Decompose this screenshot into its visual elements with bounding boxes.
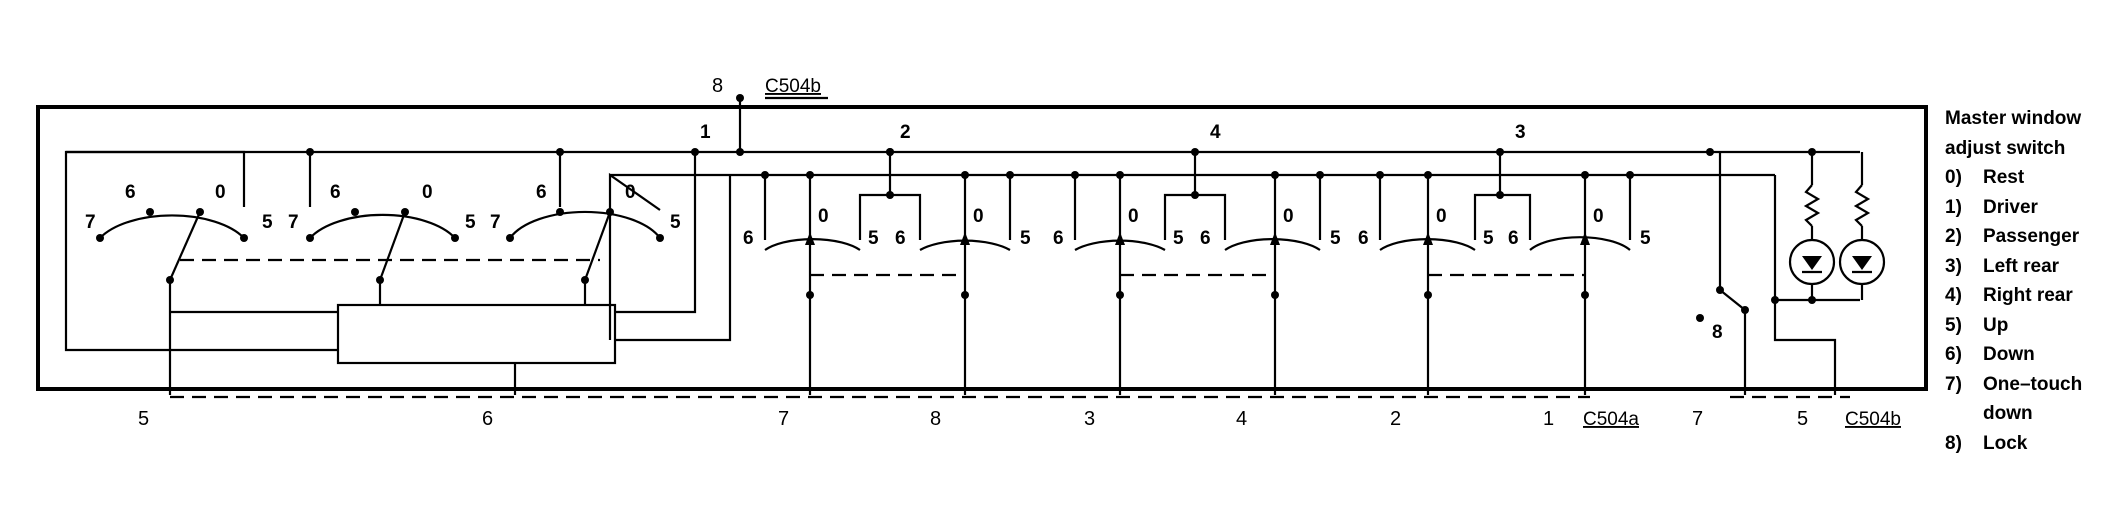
connector-c504a-label: C504a [1583, 409, 1639, 430]
legend-item: 7)One–touch [1945, 373, 2083, 395]
legend-item: down [1983, 403, 2033, 424]
main-bus [66, 148, 1860, 177]
window-switch-pair-3 [1376, 152, 1634, 395]
contact-label: 0 [215, 182, 226, 203]
pin-label: 1 [1543, 408, 1554, 430]
contact-label: 7 [85, 212, 96, 233]
legend-item: 8)Lock [1945, 432, 2028, 454]
contact-label: 6 [1053, 228, 1064, 249]
contact-label: 0 [818, 206, 829, 227]
legend-item: 0)Rest [1945, 167, 2025, 188]
pin-label: 8 [930, 408, 941, 430]
contact-label: 5 [465, 212, 476, 233]
legend: Master window adjust switch 0)Rest 1)Dri… [1945, 104, 2082, 458]
pin-label: 6 [482, 408, 493, 430]
pin-label: 7 [778, 408, 789, 430]
legend-title-line1: Master window [1945, 108, 2082, 129]
pin-label: 2 [1390, 408, 1401, 430]
contact-label: 0 [1128, 206, 1139, 227]
wiring-diagram: 8 C504b 1 2 4 3 [36, 75, 1928, 430]
contact-label: 7 [288, 212, 299, 233]
contact-label: 0 [1593, 206, 1604, 227]
pin-label: 3 [1084, 408, 1095, 430]
contact-label: 0 [1436, 206, 1447, 227]
contact-label: 6 [1508, 228, 1519, 249]
top-pin-label: 8 [712, 75, 723, 97]
left-switch-group [64, 148, 732, 395]
contact-label: 0 [973, 206, 984, 227]
contact-label: 6 [743, 228, 754, 249]
contact-label: 6 [330, 182, 341, 203]
bus-label-4: 4 [1210, 122, 1221, 143]
legend-item: 2)Passenger [1945, 226, 2080, 247]
top-connector-label: C504b [765, 76, 821, 97]
contact-label: 6 [895, 228, 906, 249]
bus-label-2: 2 [900, 122, 911, 143]
top-connector: 8 C504b [712, 75, 828, 152]
legend-item: 5)Up [1945, 314, 2009, 336]
window-switch-pair-2 [1071, 152, 1324, 395]
pin-label: 7 [1692, 408, 1703, 430]
legend-item: 6)Down [1945, 344, 2035, 365]
contact-label: 5 [1640, 228, 1651, 249]
contact-label: 5 [1173, 228, 1184, 249]
lock-contact-label: 8 [1712, 322, 1723, 343]
pin-label: 4 [1236, 408, 1247, 430]
window-switch-pair-1 [761, 148, 1014, 395]
contact-label: 6 [1200, 228, 1211, 249]
legend-title-line2: adjust switch [1945, 137, 2066, 159]
contact-label: 0 [625, 182, 636, 203]
legend-item: 3)Left rear [1945, 255, 2060, 277]
legend-item: 1)Driver [1945, 196, 2038, 218]
contact-label: 5 [670, 212, 681, 233]
bus-label-3: 3 [1515, 122, 1526, 143]
contact-label: 6 [536, 182, 547, 203]
indicator-lamps [1771, 152, 1886, 395]
bus-label-1: 1 [700, 122, 711, 143]
lock-switch: 8 [1696, 152, 1749, 395]
contact-label: 5 [1330, 228, 1341, 249]
contact-label: 6 [125, 182, 136, 203]
pin-label: 5 [138, 408, 149, 430]
contact-label: 0 [1283, 206, 1294, 227]
pin-label: 5 [1797, 408, 1808, 430]
switch-housing [36, 105, 1928, 391]
contact-label: 5 [1020, 228, 1031, 249]
legend-item: 4)Right rear [1945, 285, 2073, 306]
contact-label: 0 [422, 182, 433, 203]
contact-label: 6 [1358, 228, 1369, 249]
contact-label: 5 [1483, 228, 1494, 249]
connector-c504b-bottom-label: C504b [1845, 409, 1901, 430]
contact-label: 7 [490, 212, 501, 233]
contact-label: 5 [868, 228, 879, 249]
contact-label: 5 [262, 212, 273, 233]
